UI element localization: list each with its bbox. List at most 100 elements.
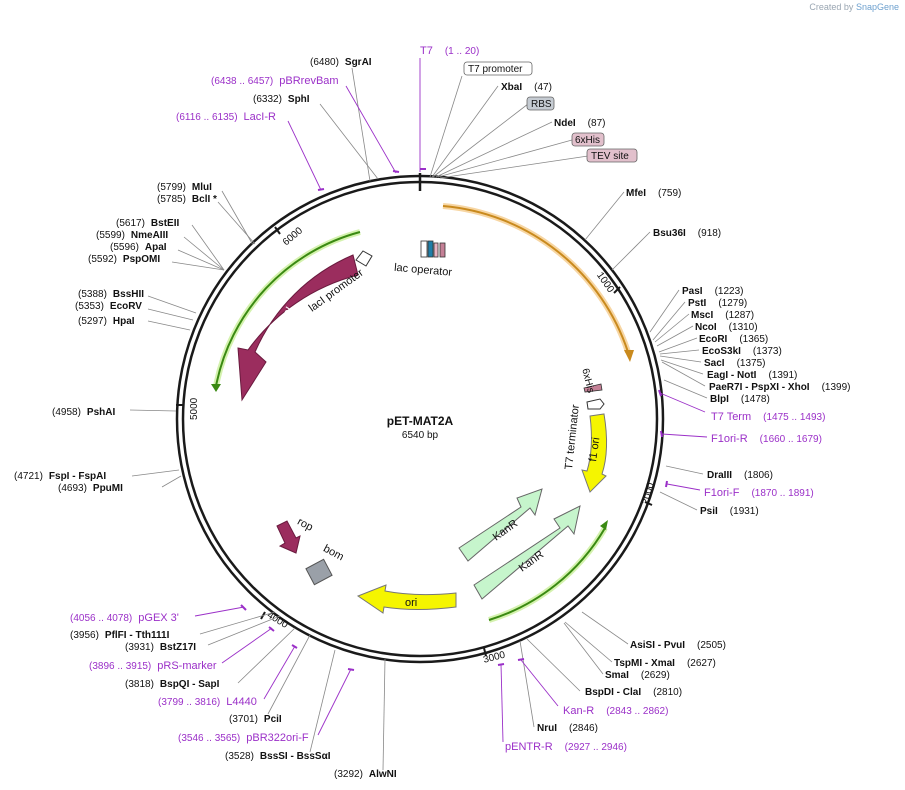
leader-msci: [654, 313, 690, 343]
leader-pshai: [129, 409, 177, 412]
site-pasi: PasI(1223): [682, 286, 743, 297]
t7-terminator-label: T7 terminator: [563, 404, 582, 471]
site-alwni: (3292)AlwNI: [334, 769, 397, 780]
site-tspmi: TspMI - XmaI(2627): [614, 658, 716, 669]
site-pspomi: (5592)PspOMI: [88, 254, 160, 265]
f1-ori-arrow: [581, 413, 608, 493]
ori-label: ori: [405, 597, 417, 609]
leader-bspqi: [237, 627, 296, 684]
site-blpi: BlpI(1478): [710, 394, 770, 405]
six-his-badge: [571, 132, 605, 147]
watermark-prefix: Created by: [809, 2, 854, 12]
leader-sphi: [319, 103, 379, 180]
primer-tick-pentr-r: [497, 663, 505, 666]
leader-xbai: [431, 85, 499, 178]
site-ppumi: (4693)PpuMI: [58, 483, 123, 494]
site-ecorv: (5353)EcoRV: [75, 301, 142, 312]
site-bspdi: BspDI - ClaI(2810): [585, 687, 682, 698]
green-orf-left-arrowhead: [211, 384, 221, 392]
site-psti: PstI(1279): [688, 298, 747, 309]
t7-promoter-label: T7 promoter: [468, 64, 523, 75]
laci-promoter-arrow: [355, 250, 373, 267]
primer-pbr322ori-f: (3546 .. 3565)pBR322ori-F: [178, 732, 309, 744]
bom-box: [305, 558, 333, 586]
leader-mfei: [584, 191, 625, 241]
leader-laci-r: [287, 120, 322, 191]
leader-alwni: [382, 658, 386, 771]
site-bsshii: (5388)BssHII: [78, 289, 144, 300]
leader-sgrai: [351, 67, 371, 182]
site-sgrai: (6480)SgrAI: [310, 57, 372, 68]
leader-bsshii: [147, 295, 197, 314]
leader-nrui: [519, 640, 535, 728]
site-xbai: XbaI(47): [501, 82, 552, 93]
site-pflfi: (3956)PflFI - Tth111I: [70, 630, 170, 641]
leader-kan-r: [520, 659, 559, 707]
kanr-arrow-2: [473, 505, 581, 600]
site-fspi: (4721)FspI - FspAI: [14, 471, 106, 482]
site-bcli: (5785)BclI *: [157, 194, 217, 205]
primer-tick-kan-r: [517, 658, 525, 661]
site-bsteii: (5617)BstEII: [116, 218, 179, 229]
tick-marks: [176, 226, 653, 657]
site-ecos3ki: EcoS3kI(1373): [702, 346, 782, 357]
site-nmeaiii: (5599)NmeAIII: [96, 230, 168, 241]
primer-tick-pbr322ori-f: [347, 668, 355, 671]
site-mfei: MfeI(759): [626, 188, 681, 199]
site-sphi: (6332)SphI: [253, 94, 310, 105]
primer-tick-l4440: [291, 644, 298, 649]
tev-site-badge: [586, 148, 638, 163]
leader-apai: [177, 249, 225, 271]
rbs-label: RBS: [531, 99, 552, 110]
orange-orf-arrowhead: [624, 350, 634, 362]
primer-f1ori-r: F1ori-R(1660 .. 1679): [711, 433, 822, 445]
primer-tick-t7-term: [658, 389, 662, 397]
t7-promoter-badge: [463, 61, 533, 76]
leader-bstz17i: [207, 615, 281, 646]
leader-bsssi: [309, 649, 336, 753]
tick-6000: [274, 226, 281, 235]
primer-laci-r: (6116 .. 6135)LacI-R: [176, 111, 276, 123]
lac-operator-box: [420, 240, 428, 258]
rop-arrow: [276, 520, 301, 554]
leader-eagi: [660, 359, 704, 375]
leader-ndei: [435, 121, 553, 178]
ori-arrow: [356, 584, 457, 614]
leader-psii: [659, 491, 698, 511]
leader-l4440: [263, 645, 296, 700]
leader-tspmi: [564, 621, 613, 663]
laci-arrow: [237, 254, 359, 402]
site-bsssi: (3528)BssSI - BssSαI: [225, 751, 331, 762]
leader-tev: [439, 155, 589, 179]
site-ndei: NdeI(87): [554, 118, 605, 129]
leader-pcii: [267, 634, 311, 715]
green-orf-bottom-arc: [488, 527, 606, 621]
site-bsu36i: Bsu36I(918): [653, 228, 721, 239]
site-pshai: (4958)PshAI: [52, 407, 115, 418]
leader-ecos3ki: [659, 349, 700, 355]
leader-blpi: [663, 379, 708, 399]
primer-tick-laci-r: [317, 188, 325, 191]
leader-rbs: [432, 103, 529, 178]
leader-nmeaiii: [183, 236, 225, 271]
site-draiii: DraIII(1806): [707, 470, 773, 481]
lac-operator-cluster: [420, 240, 446, 258]
site-ecori: EcoRI(1365): [699, 334, 768, 345]
leader-6xhis: [437, 139, 573, 178]
kanr-arrow-1: [458, 488, 543, 562]
leader-hpai: [147, 320, 191, 331]
tick-3000: [483, 647, 487, 657]
leader-ppumi: [161, 475, 182, 488]
leader-pbr322ori-f: [317, 668, 352, 736]
site-msci: MscI(1287): [691, 310, 754, 321]
site-nrui: NruI(2846): [537, 723, 598, 734]
six-his-label: 6xHis: [575, 135, 600, 146]
watermark-brand: SnapGene: [855, 2, 899, 12]
primer-leaders: [194, 58, 708, 743]
tev-site-label: TEV site: [591, 151, 629, 162]
leader-bcli: [217, 201, 256, 245]
tick-2000: [644, 501, 653, 506]
primer-tick-pbrrevbam: [392, 170, 400, 173]
primer-prs-marker: (3896 .. 3915)pRS-marker: [89, 660, 217, 672]
